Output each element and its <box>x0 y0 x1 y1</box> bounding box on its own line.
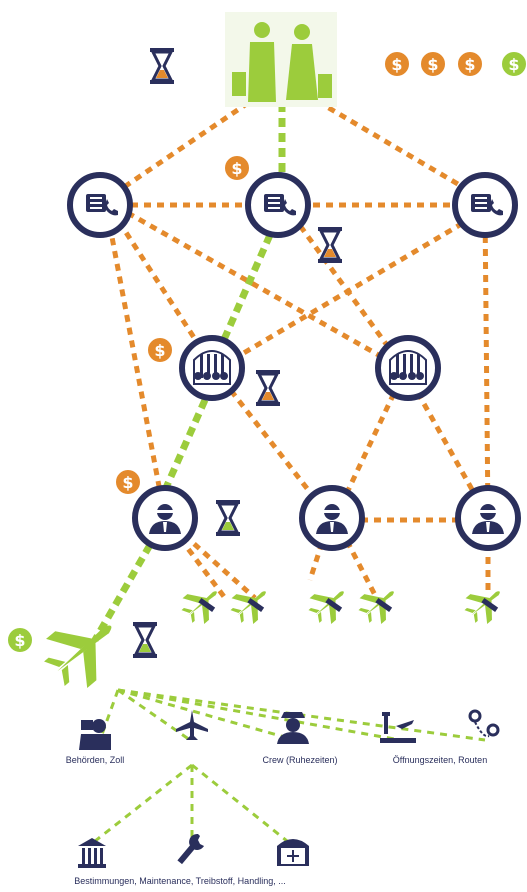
passengers-icon <box>225 12 337 107</box>
booking-phone-icon <box>264 194 296 216</box>
link-orange-4 <box>103 197 407 373</box>
nodes-layer: $ $ $ $ $ $ $ $ <box>6 12 527 868</box>
link-fan-0 <box>98 689 120 741</box>
link-orange-13 <box>307 517 333 581</box>
dollar-coin-icon-3: $ <box>456 50 484 78</box>
dollar-coin-icon-agent: $ <box>114 468 142 496</box>
dollar-coin-icon-1: $ <box>383 50 411 78</box>
dollar-coin-icon-booking: $ <box>223 154 251 182</box>
svg-text:$: $ <box>464 55 475 74</box>
label-bottom: Bestimmungen, Maintenance, Treibstoff, H… <box>74 876 286 886</box>
hourglass-icon-top <box>150 48 174 84</box>
airport-node-left <box>179 335 245 401</box>
government-building-icon <box>78 838 106 868</box>
airplane-icon-main <box>44 625 112 688</box>
agent-node-left <box>132 485 198 551</box>
airplane-icon-3 <box>308 591 344 624</box>
link-green-path-3 <box>91 543 154 642</box>
label-customs: Behörden, Zoll <box>65 755 125 765</box>
label-routes: Öffnungszeiten, Routen <box>392 755 488 765</box>
link-orange-7 <box>213 207 487 373</box>
airplane-icon-resource <box>176 710 208 740</box>
svg-text:$: $ <box>508 55 519 74</box>
booking-phone-icon <box>471 194 503 216</box>
svg-text:$: $ <box>391 55 402 74</box>
link-fan-2 <box>117 688 296 742</box>
airplane-icon-1 <box>181 591 217 624</box>
svg-text:$: $ <box>154 341 165 360</box>
link-green-path-2 <box>161 398 209 492</box>
hourglass-icon-plane <box>133 622 157 658</box>
agent-node-right <box>455 485 521 551</box>
link-orange-6 <box>282 203 408 372</box>
dollar-coin-icon-2: $ <box>419 50 447 78</box>
dollar-coin-icon-4: $ <box>500 50 527 78</box>
airplane-icon-5 <box>464 591 500 624</box>
svg-text:$: $ <box>427 55 438 74</box>
link-orange-8 <box>482 209 491 519</box>
dollar-coin-icon-airport: $ <box>146 336 174 364</box>
airport-terminal-icon <box>193 350 231 385</box>
airplane-icon-4 <box>358 591 394 624</box>
airport-node-right <box>375 335 441 401</box>
hourglass-icon-booking <box>318 227 342 263</box>
link-fan-bottom-0 <box>89 763 193 847</box>
wrench-icon <box>177 833 204 865</box>
customs-officer-icon <box>79 719 111 750</box>
dollar-coin-icon-plane: $ <box>6 626 34 654</box>
booking-phone-icon <box>86 194 118 216</box>
agent-person-icon <box>472 504 504 534</box>
hourglass-icon-agent <box>216 500 240 536</box>
link-orange-1 <box>293 85 487 203</box>
pilot-crew-icon <box>277 712 309 744</box>
runway-tower-icon <box>380 712 416 743</box>
svg-text:$: $ <box>231 159 242 178</box>
hangar-icon <box>277 839 309 866</box>
label-crew: Crew (Ruhezeiten) <box>262 755 338 765</box>
svg-text:$: $ <box>122 473 133 492</box>
airport-terminal-icon <box>389 350 427 385</box>
booking-node-left <box>67 172 133 238</box>
booking-node-center <box>245 172 311 238</box>
agent-node-center <box>299 485 365 551</box>
hourglass-icon-airport <box>256 370 280 406</box>
link-fan-3 <box>117 688 401 742</box>
agent-person-icon <box>316 504 348 534</box>
airplane-icon-2 <box>230 591 266 624</box>
link-orange-5 <box>102 199 168 519</box>
agent-person-icon <box>149 504 181 534</box>
booking-node-right <box>452 172 518 238</box>
svg-text:$: $ <box>14 631 25 650</box>
link-fan-1 <box>117 688 191 742</box>
link-fan-bottom-2 <box>191 763 293 847</box>
route-pin-icon <box>468 709 500 738</box>
